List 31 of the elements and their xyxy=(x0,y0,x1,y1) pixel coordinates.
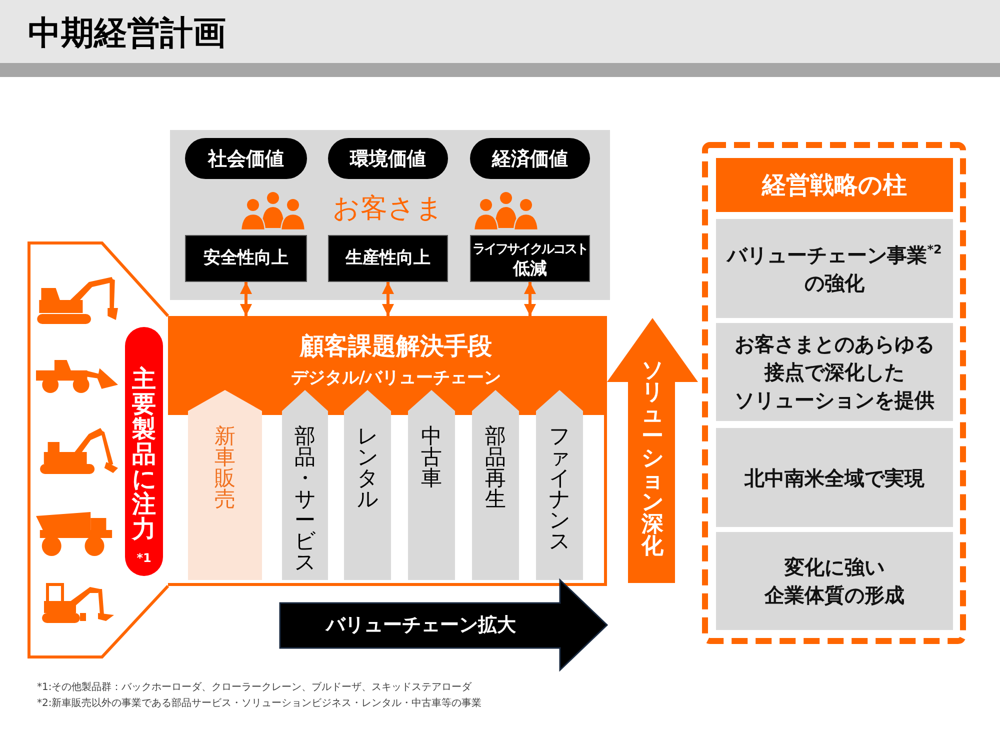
pillar-box: 変化に強い企業体質の形成 xyxy=(716,532,953,630)
value-pill: 経済価値 xyxy=(470,138,590,179)
goal-box: 生産性向上 xyxy=(328,235,448,282)
double-arrow xyxy=(382,282,394,316)
pentagon-box: 中古車 xyxy=(408,390,455,580)
pentagon-box: 新車販売 xyxy=(188,390,262,580)
pillar-box: お客さまとのあらゆる接点で深化したソリューションを提供 xyxy=(716,323,953,421)
heading: お客さま xyxy=(332,192,444,226)
pillar-box: バリューチェーン事業$^{*2}$の強化 xyxy=(716,219,953,318)
goal-box: ライフサイクルコスト低減 xyxy=(470,235,590,282)
value-pill: 社会価値 xyxy=(185,138,307,179)
footnote: *2:新車販売以外の事業である部品サービス・ソリューションビジネス・レンタル・中古車等の事業 xyxy=(37,696,482,710)
pentagon-box: ファイナンス xyxy=(536,390,583,580)
block-arrow: バリューチェーン拡大 xyxy=(280,580,607,670)
double-arrow xyxy=(240,282,252,316)
pentagon-box: 部品・サービス xyxy=(282,390,328,580)
solution-band xyxy=(168,316,607,586)
pillar-box: 北中南米全域で実現 xyxy=(716,428,953,527)
double-arrow xyxy=(524,282,536,316)
value-pill: 環境価値 xyxy=(328,138,448,179)
panel xyxy=(170,130,610,300)
subheading: デジタル/バリューチェーン xyxy=(290,367,502,389)
pentagon-box: 部品再生 xyxy=(472,390,519,580)
goal-box: 安全性向上 xyxy=(185,235,307,282)
pointed-banner: ソリューション深化 xyxy=(607,318,698,583)
pentagon-box: レンタル xyxy=(344,390,391,580)
heading-bar: 経営戦略の柱 xyxy=(716,158,953,212)
footnote: *1:その他製品群：バックホーローダ、クローラークレーン、ブルドーザ、スキッドステアローダ xyxy=(37,680,472,694)
dashed-frame xyxy=(702,142,966,644)
page-title: 中期経営計画 xyxy=(28,12,226,54)
heading: 顧客課題解決手段 xyxy=(300,331,492,362)
